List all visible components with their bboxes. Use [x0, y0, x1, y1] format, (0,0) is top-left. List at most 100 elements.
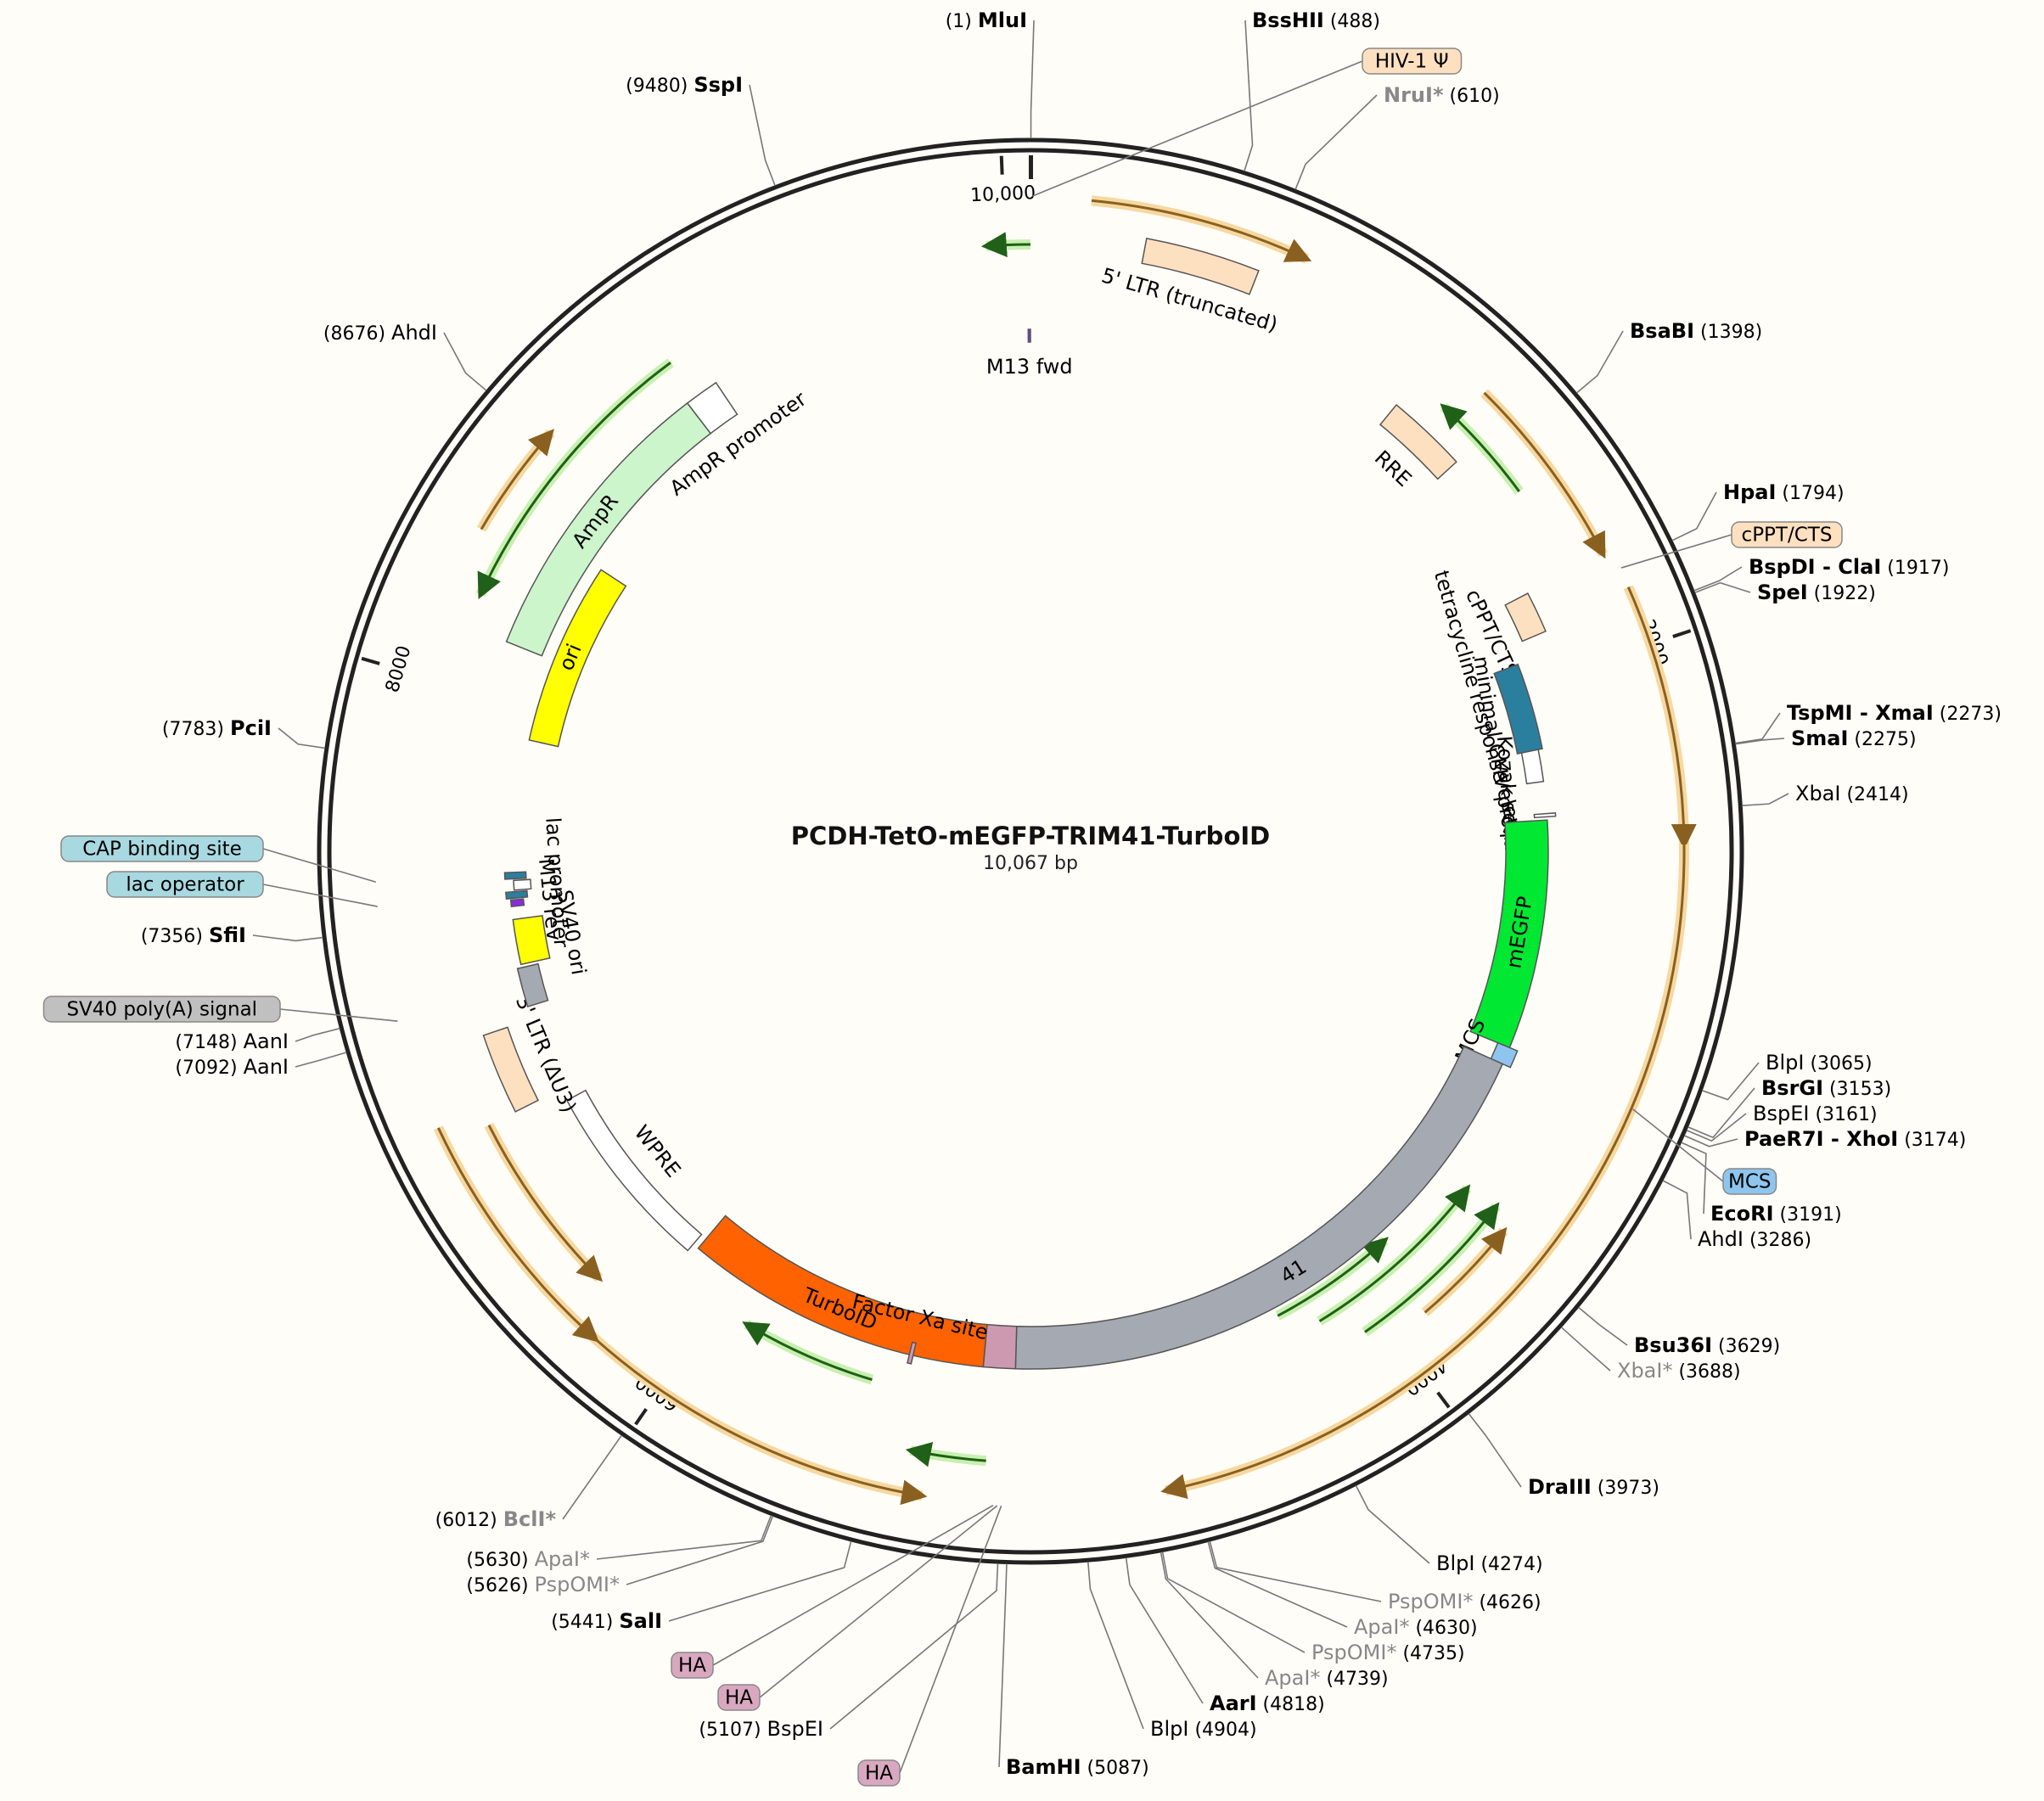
feature-ha-tags[interactable]: [982, 1323, 1018, 1370]
restriction-site[interactable]: NruI* (610): [1384, 83, 1500, 107]
feature-rre[interactable]: [1379, 404, 1457, 480]
callout-tag[interactable]: [1362, 48, 1463, 75]
feature-lac-operator[interactable]: [505, 889, 529, 900]
restriction-site[interactable]: SmaI (2275): [1791, 727, 1917, 750]
restriction-site[interactable]: XbaI* (3688): [1617, 1359, 1741, 1383]
feature-ampr[interactable]: [505, 401, 712, 657]
restriction-site[interactable]: (7092) AanI: [175, 1055, 289, 1079]
restriction-site[interactable]: DraIII (3973): [1528, 1475, 1659, 1499]
restriction-site[interactable]: (7783) PciI: [162, 716, 272, 740]
orf-arrow[interactable]: [487, 1125, 604, 1282]
site-position: (3065): [1810, 1053, 1872, 1074]
orf-arrow[interactable]: [1277, 1237, 1389, 1317]
callout-tag[interactable]: [1731, 521, 1843, 548]
restriction-site[interactable]: TspMI - XmaI (2273): [1787, 701, 2002, 725]
feature-factor-xa-site[interactable]: [906, 1341, 917, 1365]
restriction-site[interactable]: BamHI (5087): [1006, 1755, 1149, 1779]
site-name: ApaI*: [535, 1547, 590, 1571]
site-position: (1398): [1700, 322, 1762, 343]
feature-ampr-promoter[interactable]: [686, 381, 738, 435]
orf-arrow[interactable]: [1091, 199, 1312, 262]
feature-5-ltr-truncated-[interactable]: [1141, 237, 1260, 295]
restriction-site[interactable]: Bsu36I (3629): [1634, 1333, 1780, 1357]
restriction-site[interactable]: (7148) AanI: [175, 1030, 289, 1053]
site-position: (5630): [466, 1550, 528, 1571]
feature-sv40-poly-a-signal[interactable]: [516, 962, 549, 1008]
callout-tag[interactable]: [717, 1684, 761, 1711]
restriction-site[interactable]: EcoRI (3191): [1710, 1202, 1842, 1226]
restriction-site[interactable]: PspOMI* (4626): [1388, 1590, 1541, 1613]
callout-tag[interactable]: [857, 1759, 901, 1787]
callout-tag[interactable]: [60, 835, 264, 862]
restriction-site[interactable]: (8676) AhdI: [323, 321, 437, 345]
restriction-site[interactable]: BlpI (4274): [1436, 1551, 1543, 1575]
feature-turboid[interactable]: [697, 1215, 988, 1368]
orf-arrow[interactable]: [1424, 1226, 1508, 1314]
restriction-site[interactable]: (5107) BspEI: [699, 1717, 823, 1741]
restriction-site[interactable]: PspOMI* (4735): [1311, 1641, 1465, 1664]
plasmid-title: PCDH-TetO-mEGFP-TRIM41-TurboID: [791, 822, 1270, 850]
restriction-site[interactable]: HpaI (1794): [1723, 480, 1845, 504]
restriction-site[interactable]: (1) MluI: [946, 8, 1027, 32]
restriction-site[interactable]: BsrGI (3153): [1761, 1076, 1891, 1100]
restriction-site[interactable]: PaeR7I - XhoI (3174): [1744, 1127, 1966, 1151]
feature-wpre[interactable]: [565, 1089, 703, 1252]
feature-m13-fwd[interactable]: [1027, 328, 1031, 343]
restriction-site[interactable]: BlpI (3065): [1766, 1051, 1873, 1074]
callout-tag[interactable]: [42, 996, 281, 1023]
site-leader: [1687, 1087, 1755, 1139]
restriction-site[interactable]: (7356) SfiI: [141, 923, 246, 947]
feature-megfp[interactable]: [1469, 819, 1549, 1049]
restriction-site[interactable]: BsaBI (1398): [1630, 319, 1762, 343]
restriction-site[interactable]: BlpI (4904): [1150, 1717, 1257, 1741]
site-name: MluI: [978, 8, 1027, 32]
orf-arrow[interactable]: [437, 1127, 600, 1343]
restriction-site[interactable]: (5626) PspOMI*: [466, 1573, 620, 1596]
site-name: XbaI: [1795, 782, 1840, 805]
restriction-site[interactable]: BspEI (3161): [1753, 1102, 1878, 1125]
callout-tag[interactable]: [106, 871, 264, 898]
orf-arrow[interactable]: [1483, 391, 1606, 559]
orf-arrow[interactable]: [477, 362, 671, 600]
restriction-site[interactable]: AhdI (3286): [1698, 1227, 1811, 1251]
feature-lac-promoter[interactable]: [513, 878, 532, 891]
tag-leader: [262, 884, 378, 907]
restriction-site[interactable]: BspDI - ClaI (1917): [1749, 555, 1949, 579]
callout-tag[interactable]: [1722, 1168, 1777, 1195]
restriction-site[interactable]: ApaI* (4739): [1265, 1666, 1389, 1690]
restriction-site[interactable]: ApaI* (4630): [1354, 1615, 1478, 1639]
feature-kozak-sequence[interactable]: [1533, 812, 1557, 819]
restriction-site[interactable]: XbaI (2414): [1795, 782, 1909, 805]
restriction-site[interactable]: (6012) BclI*: [435, 1507, 557, 1531]
feature-ori[interactable]: [528, 569, 627, 748]
site-name: EcoRI: [1710, 1202, 1774, 1226]
restriction-site[interactable]: SpeI (1922): [1757, 581, 1876, 604]
restriction-site[interactable]: (5630) ApaI*: [466, 1547, 590, 1571]
restriction-site[interactable]: (5441) SalI: [551, 1609, 662, 1633]
site-leader: [626, 1515, 774, 1585]
orf-arrow[interactable]: [980, 232, 1031, 258]
orf-arrow[interactable]: [1160, 844, 1686, 1500]
feature-minimal-cmv-promoter[interactable]: [1520, 749, 1545, 785]
orf-arrow[interactable]: [905, 1442, 986, 1467]
feature-cap-binding-site[interactable]: [503, 871, 527, 880]
orf-arrow[interactable]: [1364, 1202, 1500, 1333]
orf-arrow[interactable]: [480, 429, 554, 530]
orf-arrow[interactable]: [1318, 1184, 1471, 1322]
orf-arrow[interactable]: [1440, 403, 1521, 493]
restriction-site[interactable]: (9480) SspI: [626, 73, 743, 97]
restriction-site[interactable]: AarI (4818): [1210, 1692, 1325, 1715]
orf-arrow[interactable]: [1626, 586, 1697, 850]
feature-cppt-cts[interactable]: [1504, 592, 1547, 642]
feature-trim41[interactable]: [1014, 1046, 1504, 1370]
feature-sv40-ori[interactable]: [512, 915, 551, 966]
callout-tag[interactable]: [671, 1652, 714, 1679]
orf-arrow[interactable]: [742, 1321, 873, 1382]
restriction-site[interactable]: BssHII (488): [1252, 8, 1380, 32]
site-leader: [1742, 793, 1789, 806]
feature-3-ltr-u3-[interactable]: [482, 1026, 539, 1113]
feature-m13-rev[interactable]: [509, 898, 525, 908]
site-name: BamHI: [1006, 1755, 1081, 1779]
site-position: (7092): [175, 1058, 237, 1079]
site-leader: [1694, 581, 1751, 594]
